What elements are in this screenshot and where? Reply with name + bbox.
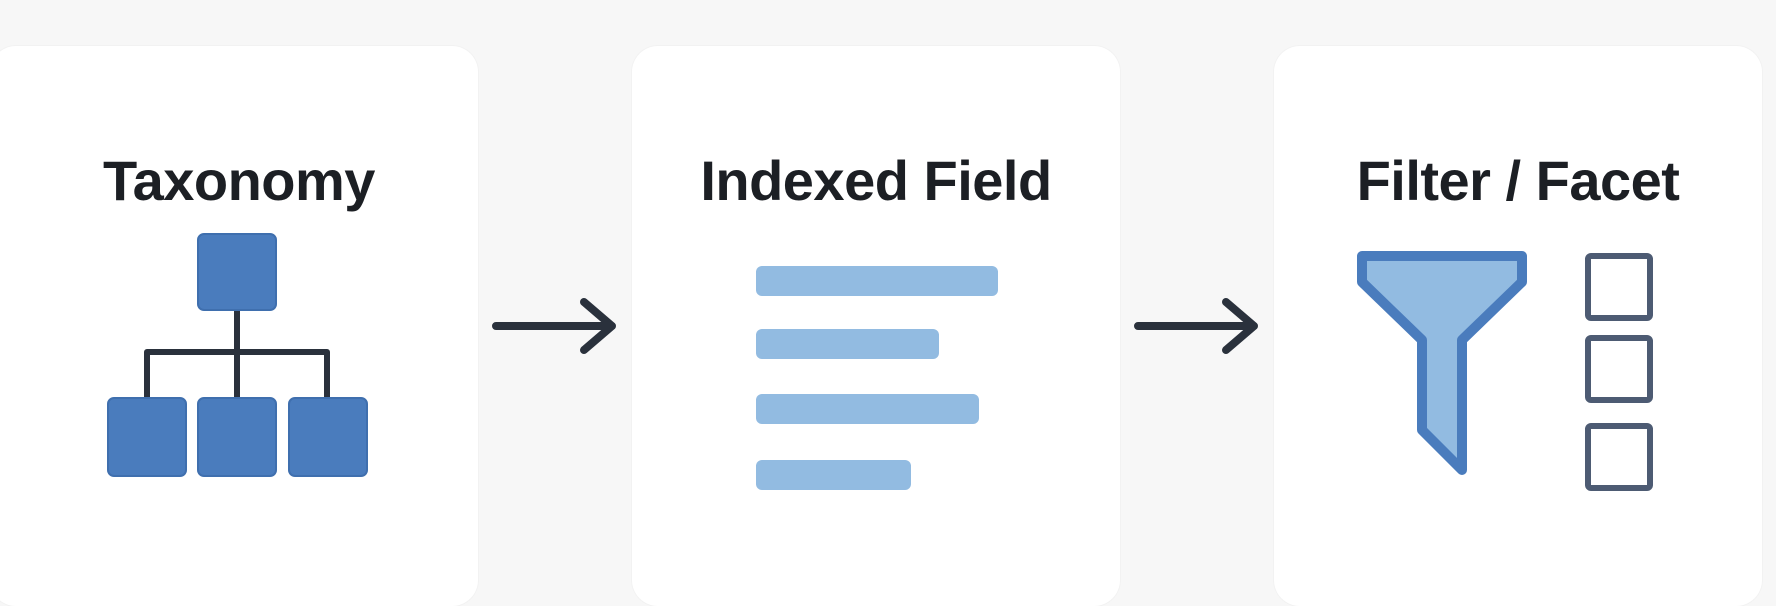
taxonomy-title: Taxonomy (103, 149, 375, 212)
tree-child-node (197, 397, 277, 477)
arrow-right-icon (492, 298, 616, 354)
checkbox-icon (1585, 423, 1653, 491)
field-bar (756, 329, 939, 359)
field-bar (756, 266, 998, 296)
tree-child-node (107, 397, 187, 477)
tree-connector (144, 305, 330, 401)
text-lines-icon (756, 266, 998, 490)
checkbox-icon (1585, 335, 1653, 403)
filter-facet-title: Filter / Facet (1356, 149, 1680, 212)
indexed-field-title: Indexed Field (700, 149, 1052, 212)
taxonomy-card: Taxonomy (0, 46, 478, 606)
field-bar (756, 394, 979, 424)
filter-facet-card: Filter / Facet (1274, 46, 1762, 606)
tree-root-node (197, 233, 277, 311)
checkbox-list-icon (1585, 253, 1653, 491)
hierarchy-tree-icon (107, 233, 368, 477)
checkbox-icon (1585, 253, 1653, 321)
tree-child-node (288, 397, 368, 477)
indexed-field-card: Indexed Field (632, 46, 1120, 606)
arrow-right-icon (1134, 298, 1258, 354)
field-bar (756, 460, 911, 490)
funnel-icon (1357, 251, 1527, 475)
